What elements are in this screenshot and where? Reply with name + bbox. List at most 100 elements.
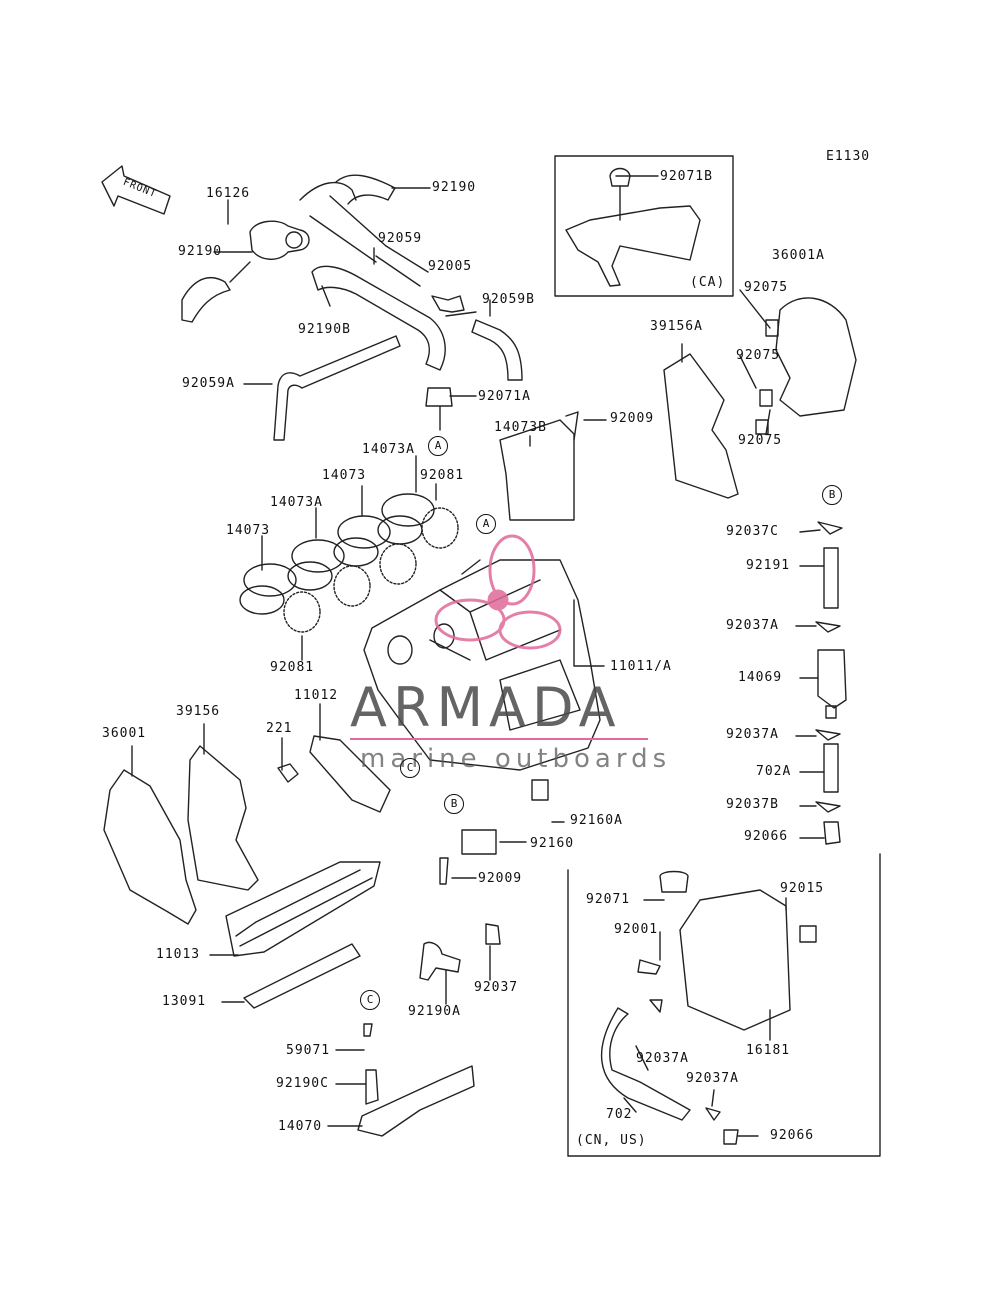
part-label: 14073: [322, 468, 367, 483]
tray-14070: [357, 1065, 475, 1137]
part-label: 14073A: [362, 442, 415, 457]
filter-14073B: [499, 419, 575, 521]
part-label: 59071: [286, 1043, 331, 1058]
part-label: 14073B: [494, 420, 547, 435]
part-label: 92059A: [182, 376, 235, 391]
part-label: 92037C: [726, 524, 779, 539]
part-label: 92081: [420, 468, 465, 483]
hose-92059A: [273, 335, 401, 441]
part-label: 92037A: [726, 727, 779, 742]
tank-92015: [679, 889, 791, 1031]
part-label: 92037B: [726, 797, 779, 812]
part-label: 92075: [736, 348, 781, 363]
cover-36001: [103, 769, 197, 925]
part-label: 92059: [378, 231, 423, 246]
plate-39156: [187, 745, 259, 891]
part-label: 14073: [226, 523, 271, 538]
part-label: 702: [606, 1107, 633, 1122]
part-label: 36001: [102, 726, 147, 741]
clip-92037C: [817, 521, 843, 535]
callout-marker: A: [476, 514, 496, 534]
part-label: 92190A: [408, 1004, 461, 1019]
callout-marker: B: [444, 794, 464, 814]
part-label: 92005: [428, 259, 473, 274]
part-label: 92059B: [482, 292, 535, 307]
clip-59071: [363, 1023, 373, 1037]
part-label: 92037A: [636, 1051, 689, 1066]
plate-39156A: [663, 353, 739, 499]
part-label: 92066: [770, 1128, 815, 1143]
part-label: 92081: [270, 660, 315, 675]
part-label: 92037A: [726, 618, 779, 633]
cover-36001A: [775, 297, 857, 417]
part-label: 36001A: [772, 248, 825, 263]
part-label: 11013: [156, 947, 201, 962]
part-label: 11012: [294, 688, 339, 703]
part-label: 92001: [614, 922, 659, 937]
part-label: 13091: [162, 994, 207, 1009]
elbow-92190A: [419, 941, 461, 981]
part-label: 92190: [178, 244, 223, 259]
part-label: 16126: [206, 186, 251, 201]
intake-11013: [225, 861, 381, 957]
pad-92160: [461, 829, 497, 855]
joint-92066-r: [823, 821, 841, 845]
part-label: 92190C: [276, 1076, 329, 1091]
hose-92190C: [365, 1069, 379, 1105]
part-label: 92009: [478, 871, 523, 886]
region-note-ca: (CA): [690, 275, 726, 290]
part-label: 39156: [176, 704, 221, 719]
callout-marker: B: [822, 485, 842, 505]
front-arrow-icon: [101, 165, 171, 215]
hose-92190B: [311, 265, 446, 371]
part-label: 92037: [474, 980, 519, 995]
watermark-title: ARMADA: [350, 676, 622, 739]
bolt-221: [277, 763, 299, 783]
hose-92190-top: [299, 174, 396, 205]
part-label: 221: [266, 721, 293, 736]
part-label: 92071A: [478, 389, 531, 404]
hose-702: [600, 1007, 691, 1121]
part-label: 92071B: [660, 169, 713, 184]
callout-marker: C: [360, 990, 380, 1010]
grommet-92071A: [425, 387, 453, 407]
part-label: 92009: [610, 411, 655, 426]
part-label: 92037A: [686, 1071, 739, 1086]
part-label: 92190: [432, 180, 477, 195]
part-label: 92191: [746, 558, 791, 573]
watermark-logo-icon: [434, 534, 562, 650]
clamp-92037: [485, 923, 501, 945]
hose-92190-left: [181, 276, 231, 323]
part-label: 92190B: [298, 322, 351, 337]
part-label: 92160: [530, 836, 575, 851]
filter-14069: [817, 649, 847, 709]
part-label: 14073A: [270, 495, 323, 510]
cover-ca: [565, 205, 701, 287]
part-label: 702A: [756, 764, 792, 779]
airbox-11011: [363, 559, 601, 771]
clip-92037A: [815, 621, 841, 633]
valve-16126: [249, 220, 310, 260]
screw-92009-top: [565, 411, 579, 441]
cover-13091: [243, 943, 361, 1009]
part-label: 92015: [780, 881, 825, 896]
part-label: 92075: [738, 433, 783, 448]
part-label: 16181: [746, 1043, 791, 1058]
part-label: 92075: [744, 280, 789, 295]
diagram-code: E1130: [826, 149, 871, 164]
part-label: 92066: [744, 829, 789, 844]
screw-92009-bot: [439, 857, 449, 885]
part-label: 39156A: [650, 319, 703, 334]
bracket-11012: [309, 735, 391, 813]
part-label: 92160A: [570, 813, 623, 828]
callout-marker: A: [428, 436, 448, 456]
part-label: 14069: [738, 670, 783, 685]
grommet-92071B: [609, 167, 631, 187]
hose-92059: [309, 195, 387, 263]
hose-92059B: [471, 319, 523, 381]
watermark-divider: [350, 738, 648, 740]
tee-92005: [431, 295, 465, 313]
part-label: 11011/A: [610, 659, 672, 674]
part-label: 92071: [586, 892, 631, 907]
part-label: 14070: [278, 1119, 323, 1134]
